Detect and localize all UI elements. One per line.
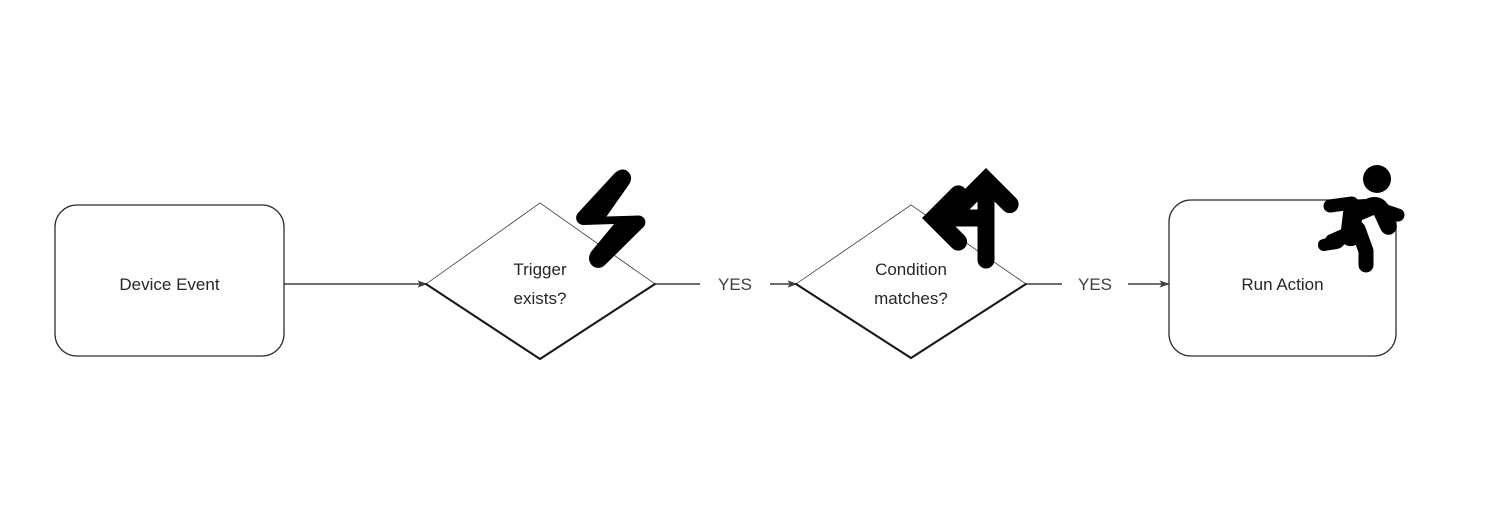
- edge-label-yes-2: YES: [1078, 275, 1112, 294]
- device-event-box[interactable]: [54, 204, 285, 357]
- trigger-exists-label-line2: exists?: [514, 289, 567, 308]
- node-run-action[interactable]: Run Action: [1168, 165, 1405, 357]
- node-condition-matches[interactable]: Condition matches?: [794, 168, 1028, 360]
- node-trigger-exists[interactable]: Trigger exists?: [424, 169, 657, 361]
- device-event-label: Device Event: [119, 275, 219, 294]
- edge-condition-to-action: YES: [1026, 275, 1170, 294]
- node-device-event[interactable]: Device Event: [54, 204, 285, 357]
- condition-matches-label-line1: Condition: [875, 260, 947, 279]
- edge-label-yes-1: YES: [718, 275, 752, 294]
- run-action-label: Run Action: [1241, 275, 1323, 294]
- branch-arrows-icon: [922, 168, 1019, 269]
- trigger-exists-label-line1: Trigger: [513, 260, 567, 279]
- trigger-exists-diamond-shadow: [424, 282, 657, 361]
- condition-matches-diamond-shadow: [794, 282, 1028, 360]
- condition-matches-label-line2: matches?: [874, 289, 948, 308]
- lightning-bolt-icon: [576, 169, 646, 268]
- running-person-icon: [1318, 165, 1405, 273]
- edge-trigger-to-condition: YES: [655, 275, 798, 294]
